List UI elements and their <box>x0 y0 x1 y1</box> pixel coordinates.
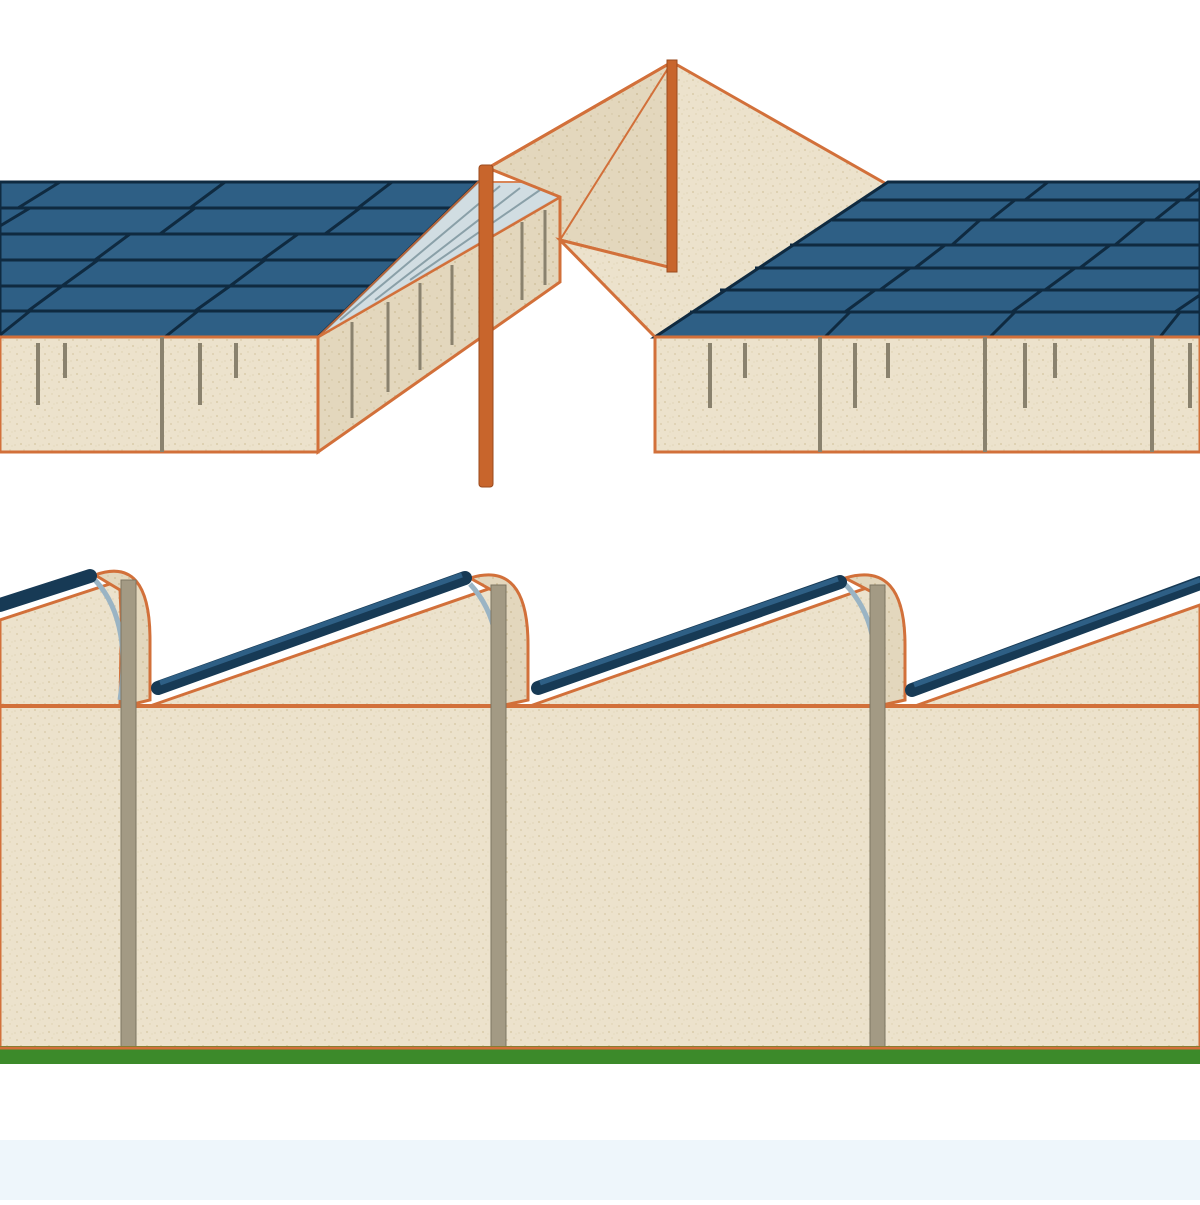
gable-ridge-line <box>487 60 673 170</box>
gable-inner-edge <box>559 61 673 241</box>
left-side-wall-posts <box>350 210 547 418</box>
front-support-post <box>478 164 494 488</box>
column-2 <box>490 584 507 1049</box>
right-roof-panel-grid <box>690 180 1200 339</box>
right-front-wall-posts <box>708 337 1192 452</box>
roof-bay-4 <box>914 603 1200 708</box>
elevation-main-wall <box>0 704 1200 1050</box>
right-greenhouse-block <box>650 180 1200 454</box>
center-gable <box>478 59 891 488</box>
left-side-glazing-ribs <box>339 185 541 321</box>
elevation-columns <box>120 579 886 1049</box>
left-front-wall-posts <box>36 337 238 452</box>
left-front-wall <box>0 335 320 454</box>
elevation-solar-panels <box>0 569 1200 697</box>
column-3 <box>869 584 886 1049</box>
roof-bay-3 <box>529 582 882 708</box>
column-1 <box>120 579 137 1049</box>
roof-bay-2 <box>149 582 507 708</box>
panel-slope-2 <box>151 571 472 695</box>
panel-slope-3 <box>531 575 847 695</box>
panel-slope-4 <box>905 576 1200 697</box>
left-roof-panel-grid <box>0 180 452 339</box>
footer-band <box>0 1140 1200 1200</box>
panel-slope-1 <box>0 569 97 612</box>
gable-center-post <box>666 59 678 273</box>
perspective-view <box>0 59 1200 488</box>
left-greenhouse-block <box>0 180 562 455</box>
side-elevation-view <box>0 569 1200 1064</box>
ground-line <box>0 1046 1200 1064</box>
right-front-wall <box>653 335 1200 454</box>
